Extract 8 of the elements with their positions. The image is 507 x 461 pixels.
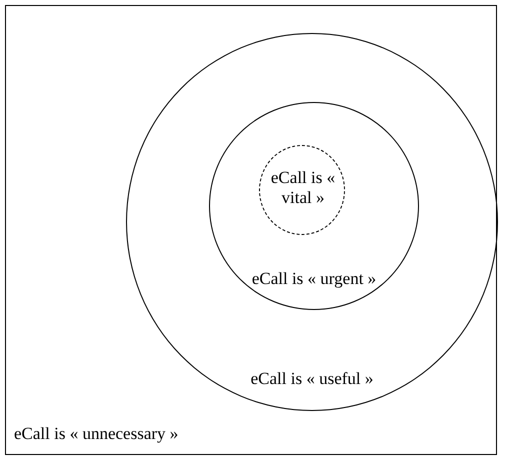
middle-circle xyxy=(209,102,419,310)
outer-circle xyxy=(126,33,498,411)
zone-label: eCall is « vital » xyxy=(270,168,336,208)
zone-label: eCall is « unnecessary » xyxy=(14,424,178,444)
inner-dashed-circle xyxy=(259,145,345,235)
zone-frame xyxy=(5,5,497,455)
zone-label: eCall is « urgent » xyxy=(250,269,378,289)
zone-label: eCall is « useful » xyxy=(250,369,374,389)
